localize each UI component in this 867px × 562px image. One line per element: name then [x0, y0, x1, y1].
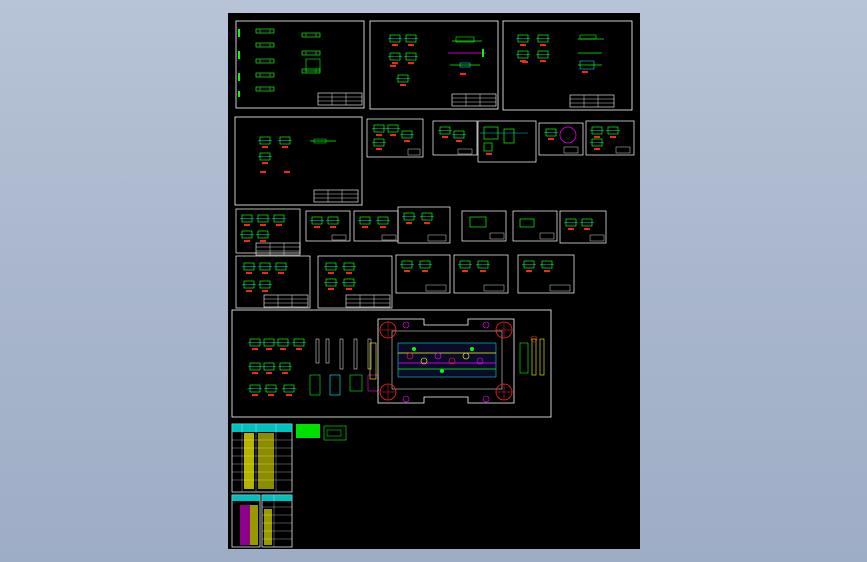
sheet-5[interactable] [366, 118, 424, 158]
bom-table-3[interactable] [261, 494, 293, 548]
sheet-12[interactable] [353, 210, 399, 242]
sheet-4[interactable] [234, 116, 363, 206]
model-space-sheet[interactable] [228, 13, 640, 549]
sheet-11[interactable] [305, 210, 351, 242]
guide-pillar-icon [379, 321, 397, 339]
guide-pillar-icon [495, 321, 513, 339]
sheet-15[interactable] [512, 210, 558, 242]
sheet-9[interactable] [585, 120, 635, 156]
sheet-8[interactable] [538, 122, 584, 156]
sheet-18[interactable] [317, 255, 393, 309]
bolt-hole-icon [402, 321, 490, 403]
guide-pillar-icon [379, 383, 397, 401]
assembly-sheet[interactable] [231, 309, 552, 418]
sheet-16[interactable] [559, 210, 607, 244]
sheet-21[interactable] [517, 254, 575, 294]
bom-table-2[interactable] [231, 494, 261, 548]
drawing-canvas [231, 20, 635, 548]
bom-table-header[interactable] [296, 424, 347, 441]
sheet-1[interactable] [235, 20, 365, 109]
guide-pillar-icon [495, 383, 513, 401]
sheet-7[interactable] [477, 120, 537, 163]
sheet-13[interactable] [397, 206, 451, 244]
sheet-10[interactable] [235, 208, 301, 256]
sheet-6[interactable] [432, 120, 478, 156]
sheet-3[interactable] [502, 20, 633, 111]
sheet-20[interactable] [453, 254, 509, 294]
sheet-14[interactable] [461, 210, 507, 242]
sheet-2[interactable] [369, 20, 499, 110]
die-plan-view[interactable] [369, 318, 545, 404]
bom-table-main[interactable] [231, 423, 293, 493]
sheet-19[interactable] [395, 254, 451, 294]
sheet-17[interactable] [235, 255, 311, 309]
